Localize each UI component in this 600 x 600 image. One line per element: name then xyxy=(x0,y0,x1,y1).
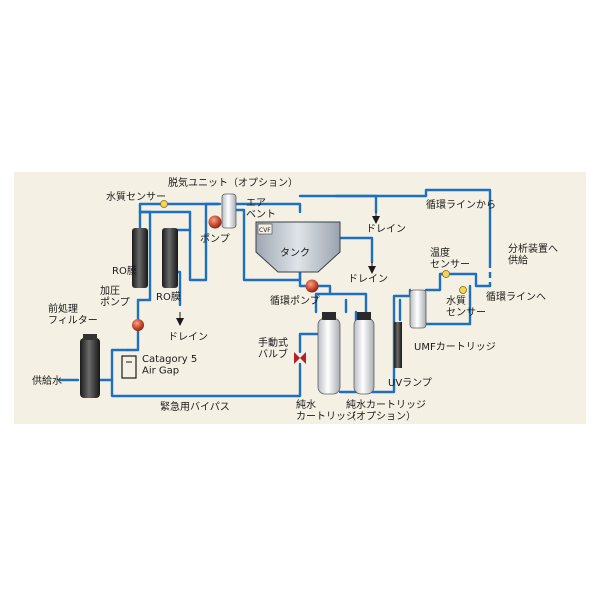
pure-water-cartridge xyxy=(317,312,341,395)
circulation-to-label: 循環ラインへ xyxy=(486,290,546,303)
air-vent-label: エアベント xyxy=(246,198,276,221)
circulation-from-label: 循環ラインから xyxy=(426,198,496,211)
drain-3-label: ドレイン xyxy=(348,274,388,285)
uv-lamp-icon xyxy=(394,322,402,368)
pump-icon xyxy=(208,215,222,229)
emergency-bypass-label: 緊急用バイパス xyxy=(160,400,230,413)
pre-filter-label: 前処理フィルター xyxy=(48,302,98,327)
pure-cartridge-label: 純水カートリッジ xyxy=(296,398,356,423)
uv-lamp-label: UVランプ xyxy=(388,377,432,389)
circulation-pump-icon xyxy=(305,279,319,293)
ro-membrane-2 xyxy=(162,228,178,288)
degas-unit-cartridge xyxy=(221,193,237,229)
pump-label: ポンプ xyxy=(200,233,230,245)
air-gap-icon xyxy=(121,355,137,379)
manual-valve-label: 手動式バルブ xyxy=(258,336,288,361)
umf-cartridge xyxy=(409,289,427,329)
water-quality-sensor-2-label: 水質センサー xyxy=(446,294,486,319)
water-quality-sensor-2-icon xyxy=(459,286,467,294)
degas-unit-label: 脱気ユニット（オプション） xyxy=(168,176,298,189)
tank-label: タンク xyxy=(280,247,310,259)
circulation-pump-label: 循環ポンプ xyxy=(270,294,320,307)
temperature-sensor-label: 温度センサー xyxy=(430,246,470,271)
pressure-pump-icon xyxy=(132,319,144,331)
ro-membrane-1 xyxy=(132,228,148,288)
water-quality-sensor-1-icon xyxy=(160,200,168,208)
pure-water-cartridge-optional xyxy=(353,312,375,395)
water-quality-sensor-1-label: 水質センサー xyxy=(106,190,166,203)
drain-1-label: ドレイン xyxy=(168,332,208,343)
temperature-sensor-icon xyxy=(442,270,450,278)
feed-water-label: 供給水 xyxy=(32,374,62,387)
pure-cartridge-optional-label: 純水カートリッジ（オプション） xyxy=(346,398,426,423)
supply-to-analyzer-label: 分析装置へ供給 xyxy=(508,242,558,267)
pre-filter-cartridge xyxy=(80,334,100,398)
ro-membrane-2-label: RO膜 xyxy=(156,291,181,303)
tank-icon xyxy=(255,221,341,273)
ro-membrane-1-label: RO膜 xyxy=(112,265,137,277)
drain-2-label: ドレイン xyxy=(366,224,406,235)
valve-icon xyxy=(294,352,306,364)
pressure-pump-label: 加圧ポンプ xyxy=(100,285,130,309)
umf-cartridge-label: UMFカートリッジ xyxy=(414,341,496,353)
tank-badge-label: CVF xyxy=(259,227,271,234)
